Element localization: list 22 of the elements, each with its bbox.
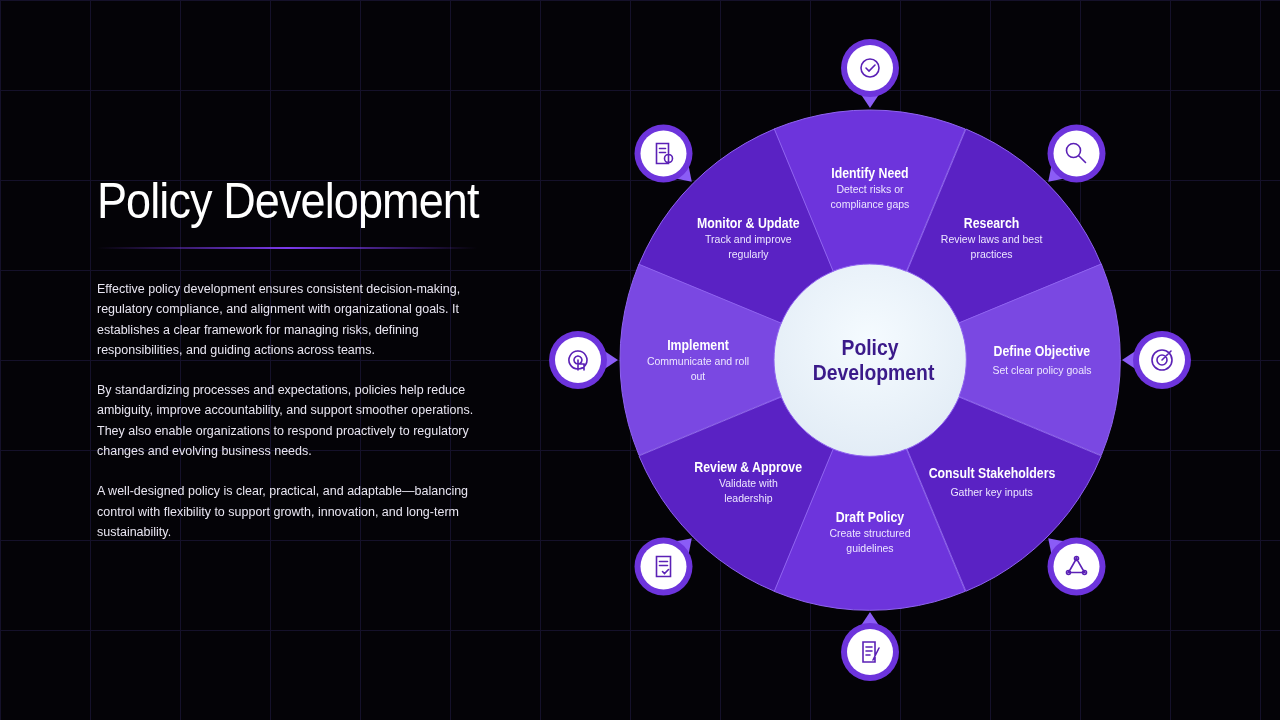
step-description: Gather key inputs [949,484,1034,500]
step-description: Validate with leadership [717,475,779,506]
step-heading: Monitor & Update [697,215,800,232]
wheel-segment [958,264,1120,456]
paragraph: A well-designed policy is clear, practical, and adaptable—balancing control with flexibility to support growth, innovation, and long-term sustainability. [97,483,470,541]
step-description: Communicate and roll out [645,354,751,384]
step-heading: Identify Need [831,165,909,181]
step-description: Detect risks or compliance gaps [829,182,911,212]
step-heading: Implement [667,337,729,353]
step-description: Create structured guidelines [828,526,912,556]
step-heading: Consult Stakeholders [928,464,1055,481]
title: Policy Development [97,172,479,230]
step-description: Track and improve regularly [704,232,793,263]
paragraph: By standardizing processes and expectations, policies help reduce ambiguity, improve accountability, and support smoother operations. They also enable organizations to respond proactively to regulatory changes and evolving business needs. [97,382,475,461]
step-heading: Review & Approve [694,458,803,475]
wheel-segment [620,264,782,456]
step-description: Review laws and best practices [939,232,1044,263]
step-heading: Research [963,215,1020,232]
step-description: Set clear policy goals [991,363,1093,378]
step-heading: Define Objective [993,343,1091,359]
step-heading: Draft Policy [835,509,905,525]
paragraph: Effective policy development ensures consistent decision-making, regulatory compliance, and alignment with organizational goals. It establishes a clear framework for managing risks, defining responsibilities, and guiding actions across teams. [97,281,462,359]
